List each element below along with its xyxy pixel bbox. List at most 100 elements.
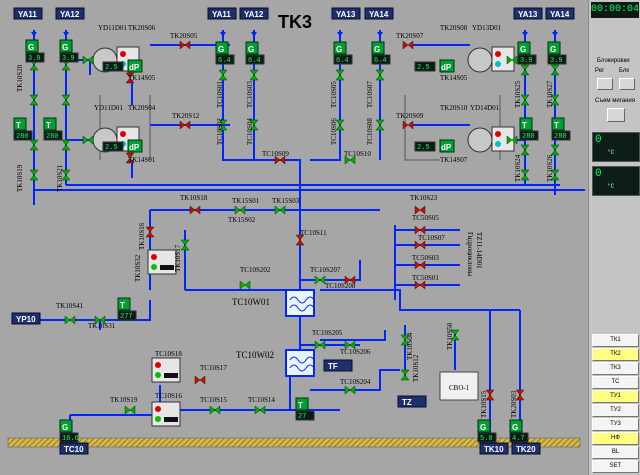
valve-26[interactable] (402, 120, 414, 130)
gauge-G-g1[interactable]: G3.9 (25, 39, 45, 63)
valve-30[interactable] (550, 64, 560, 76)
tag-tc10[interactable]: TC10 (59, 442, 89, 455)
gauge-G-g166[interactable]: G16.6 (59, 419, 79, 443)
valve-9[interactable] (82, 55, 94, 65)
pump-4[interactable] (467, 126, 515, 153)
tag-ya14b[interactable]: YA14 (545, 7, 575, 20)
valve-60[interactable] (209, 405, 221, 415)
valve-44[interactable] (314, 275, 326, 285)
gauge-G-g47[interactable]: G4.7 (509, 419, 529, 443)
gauge-dp-dp2[interactable]: dP2.5 (102, 139, 143, 153)
valve-7[interactable] (29, 169, 39, 181)
tag-ya13b[interactable]: YA13 (513, 7, 543, 20)
cvo-box[interactable] (439, 371, 479, 401)
valve-3[interactable] (29, 94, 39, 106)
valve-12[interactable] (125, 152, 135, 164)
gauge-G-g2[interactable]: G3.9 (59, 39, 79, 63)
valve-17[interactable] (218, 119, 228, 131)
tag-ya11b[interactable]: YA11 (207, 7, 237, 20)
valve-4[interactable] (61, 94, 71, 106)
gauge-G-g50[interactable]: G5.0 (477, 419, 497, 443)
valve-58[interactable] (344, 385, 356, 395)
valve-39[interactable] (274, 205, 286, 215)
valve-36[interactable] (550, 169, 560, 181)
valve-8[interactable] (61, 169, 71, 181)
valve-11[interactable] (125, 72, 135, 84)
nav-button-6[interactable]: ТУ2 (592, 404, 639, 417)
valve-31[interactable] (520, 94, 530, 106)
valve-6[interactable] (61, 139, 71, 151)
tag-tz[interactable]: TZ (397, 395, 427, 408)
valve-34[interactable] (550, 144, 560, 156)
gauge-dp-dp3[interactable]: dP2.5 (414, 59, 455, 73)
valve-5[interactable] (29, 139, 39, 151)
valve-48[interactable] (414, 240, 426, 250)
nav-button-5[interactable]: ТУ1 (592, 390, 639, 403)
indicator-box-3[interactable] (151, 401, 181, 427)
valve-37[interactable] (189, 205, 201, 215)
valve-57[interactable] (450, 329, 460, 341)
valve-46[interactable] (239, 280, 251, 290)
nav-button-3[interactable]: ТК3 (592, 362, 639, 375)
valve-59[interactable] (124, 405, 136, 415)
tag-yp10[interactable]: YP10 (11, 312, 41, 325)
gauge-G-g4[interactable]: G6.4 (245, 41, 265, 65)
gauge-G-g3[interactable]: G6.4 (215, 41, 235, 65)
gauge-dp-dp1[interactable]: dP2.5 (102, 59, 143, 73)
valve-52[interactable] (94, 315, 106, 325)
valve-21[interactable] (335, 119, 345, 131)
valve-15[interactable] (218, 69, 228, 81)
valve-25[interactable] (402, 40, 414, 50)
gauge-G-g8[interactable]: G3.9 (547, 41, 567, 65)
valve-38[interactable] (234, 205, 246, 215)
nav-button-1[interactable]: ТК1 (592, 334, 639, 347)
valve-51[interactable] (64, 315, 76, 325)
gauge-T-t27[interactable]: T27 (295, 397, 315, 421)
nav-button-4[interactable]: ТС (592, 376, 639, 389)
valve-41[interactable] (145, 226, 155, 238)
indicator-box-1[interactable] (147, 249, 177, 275)
valve-53[interactable] (314, 340, 326, 350)
valve-29[interactable] (520, 64, 530, 76)
valve-43[interactable] (295, 234, 305, 246)
valve-23[interactable] (274, 155, 286, 165)
valve-55[interactable] (400, 334, 410, 346)
valve-22[interactable] (375, 119, 385, 131)
valve-62[interactable] (194, 375, 206, 385)
valve-45[interactable] (344, 275, 356, 285)
valve-14[interactable] (179, 120, 191, 130)
valve-54[interactable] (344, 340, 356, 350)
valve-33[interactable] (520, 144, 530, 156)
tag-ya13a[interactable]: YA13 (331, 7, 361, 20)
nav-button-9[interactable]: BL (592, 446, 639, 459)
valve-28[interactable] (506, 135, 518, 145)
tag-tk10[interactable]: TK10 (479, 442, 509, 455)
heater-tc10w01[interactable] (285, 289, 315, 317)
valve-16[interactable] (249, 69, 259, 81)
valve-32[interactable] (550, 94, 560, 106)
nav-button-7[interactable]: ТУ3 (592, 418, 639, 431)
valve-47[interactable] (414, 225, 426, 235)
gauge-dp-dp4[interactable]: dP2.5 (414, 139, 455, 153)
valve-64[interactable] (515, 389, 525, 401)
nav-button-10[interactable]: SET (592, 460, 639, 473)
valve-19[interactable] (335, 69, 345, 81)
valve-40[interactable] (414, 205, 426, 215)
valve-10[interactable] (82, 135, 94, 145)
nav-button-8[interactable]: НФ (592, 432, 639, 445)
valve-50[interactable] (414, 280, 426, 290)
valve-63[interactable] (485, 389, 495, 401)
valve-35[interactable] (520, 169, 530, 181)
valve-18[interactable] (249, 119, 259, 131)
valve-13[interactable] (179, 40, 191, 50)
tag-ya12b[interactable]: YA12 (239, 7, 269, 20)
tag-tf[interactable]: TF (323, 359, 353, 372)
tag-tk20[interactable]: TK20 (511, 442, 541, 455)
valve-61[interactable] (254, 405, 266, 415)
valve-56[interactable] (400, 369, 410, 381)
valve-42[interactable] (180, 239, 190, 251)
